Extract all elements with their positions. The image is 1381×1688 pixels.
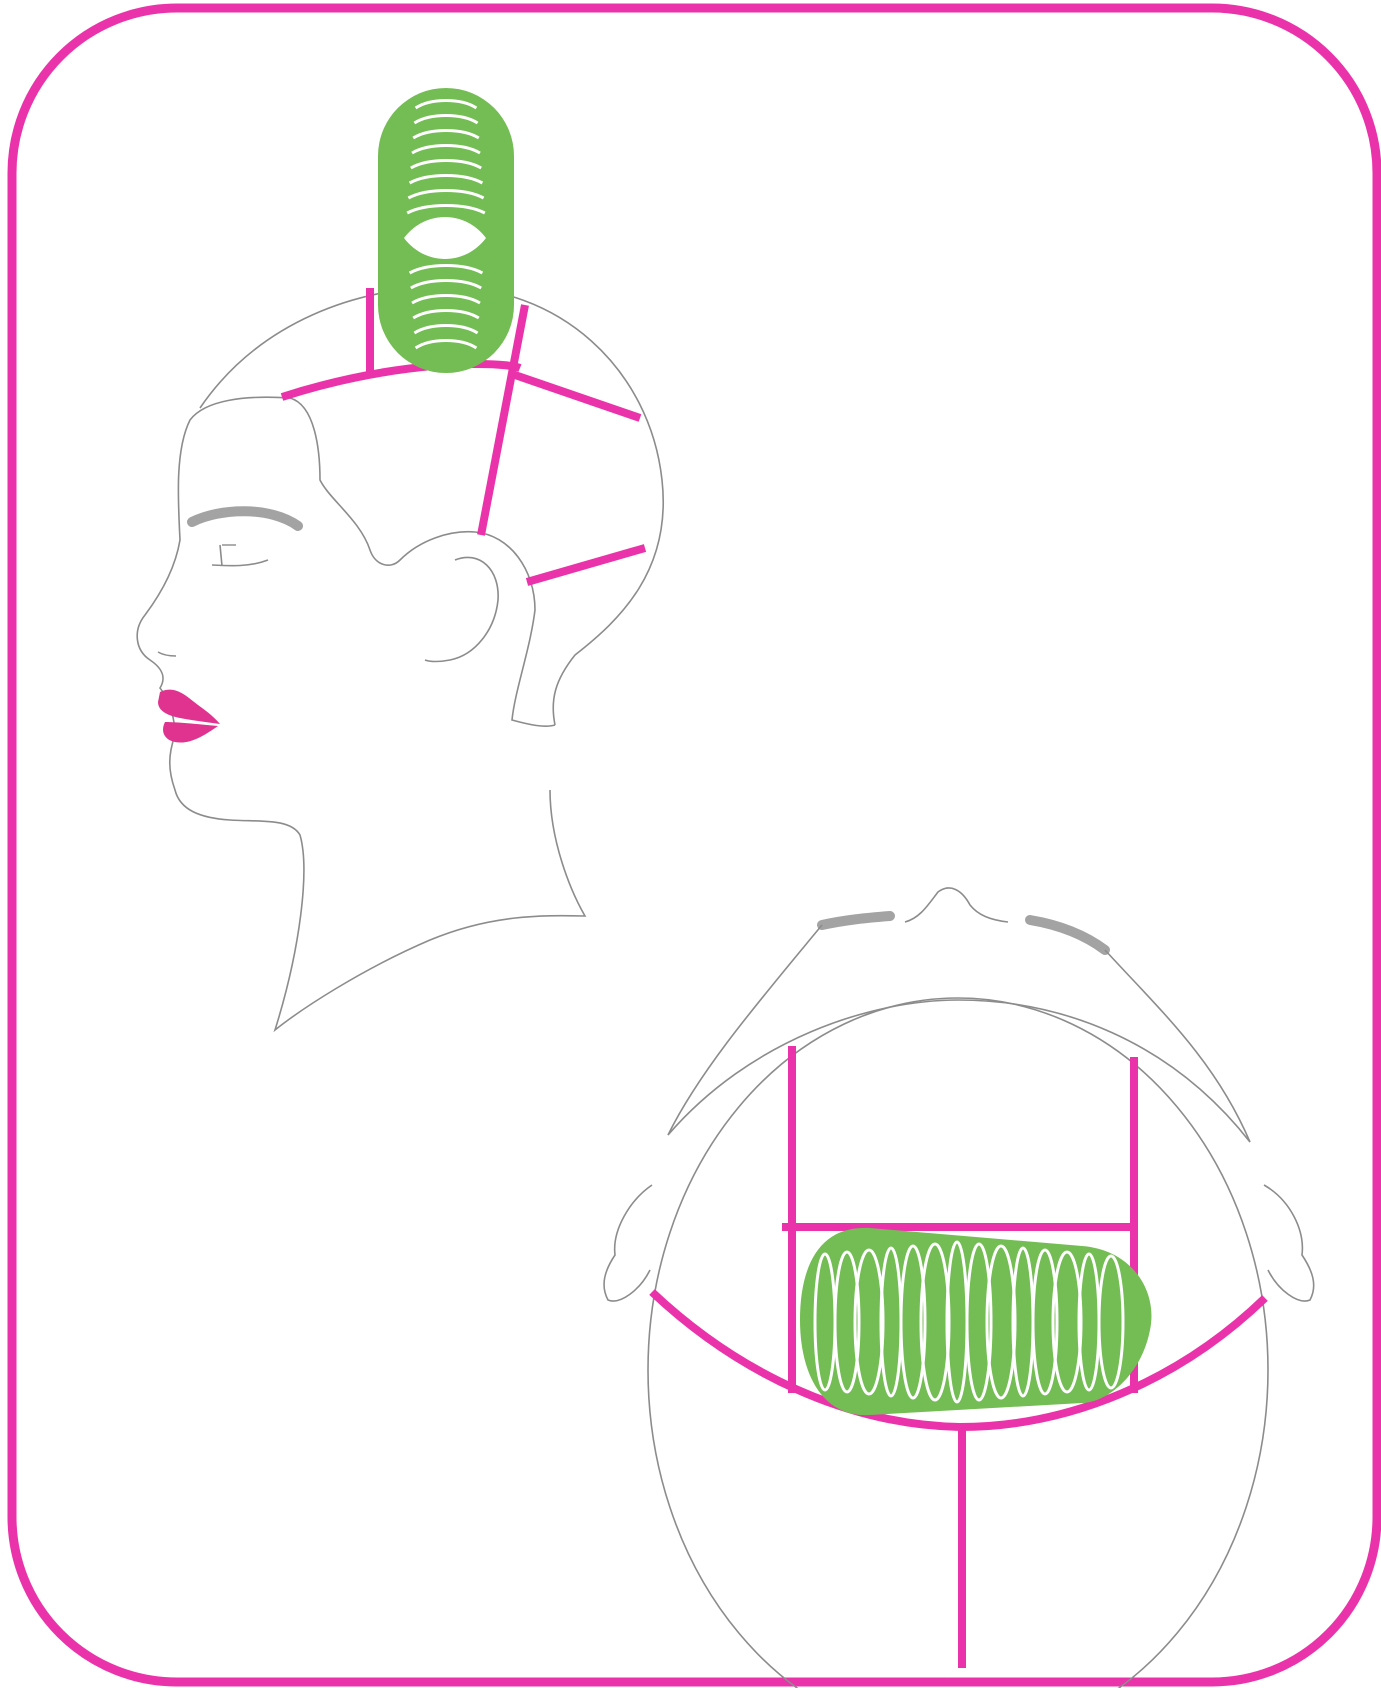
hairline-outline: [290, 398, 555, 726]
top-view-figure: [604, 888, 1314, 1688]
ear-right-icon: [1264, 1185, 1314, 1301]
side-profile-figure: [137, 88, 663, 1030]
hairline-arc: [668, 1000, 1250, 1142]
ear-left-icon: [604, 1185, 652, 1301]
brow-right-icon: [1030, 920, 1105, 950]
section-line: [527, 548, 645, 582]
nose-icon: [905, 888, 1008, 922]
frame-border: [12, 8, 1377, 1682]
brow-left-icon: [822, 916, 890, 925]
nostril-icon: [158, 652, 176, 656]
curler-icon: [378, 88, 514, 373]
eye-icon: [212, 545, 268, 566]
lips-icon: [158, 690, 220, 743]
face-front-outline: [668, 925, 1250, 1142]
ear-icon: [425, 557, 498, 661]
section-line: [515, 375, 640, 418]
eyebrow-icon: [192, 511, 298, 526]
curler-icon: [800, 1228, 1151, 1415]
section-line: [282, 364, 520, 397]
